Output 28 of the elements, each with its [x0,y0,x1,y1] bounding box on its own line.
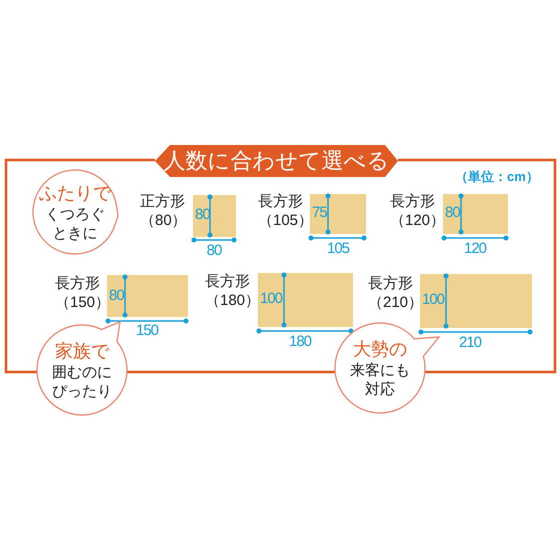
table-name: 長方形（105） [258,192,309,230]
dimension-label: 105 [326,240,350,257]
table-name: 正方形（80） [140,192,188,230]
table-name: 長方形（150） [55,274,106,312]
dimension-label: 150 [136,322,158,339]
dimension-label: 80 [195,206,210,223]
dimension-label: 80 [206,242,222,259]
dimension-label: 100 [260,290,282,307]
table-name: 長方形（210） [368,274,419,312]
dimension-label: 210 [458,334,482,351]
bubble-heading: 家族で [55,340,109,363]
dimension-label: 120 [464,240,486,257]
speech-bubble [35,318,130,418]
bubble-heading: ふたりで [39,182,111,205]
dimension-label: 75 [312,204,327,221]
bubble-text: 来客にも対応 [349,361,411,399]
unit-note: （単位：cm） [455,168,539,186]
speech-bubble [333,320,443,415]
table-name: 長方形（180） [205,272,256,310]
bubble-heading: 大勢の [353,338,407,361]
dimension-label: 80 [445,204,460,221]
title-banner: 人数に合わせて選べる [155,145,398,177]
bubble-text: くつろぐときに [44,205,106,243]
bubble-text: 囲むのにぴったり [51,363,113,401]
dimension-label: 80 [109,287,124,304]
dimension-label: 100 [422,291,444,308]
table-name: 長方形（120） [390,192,441,230]
dimension-label: 180 [288,333,312,350]
